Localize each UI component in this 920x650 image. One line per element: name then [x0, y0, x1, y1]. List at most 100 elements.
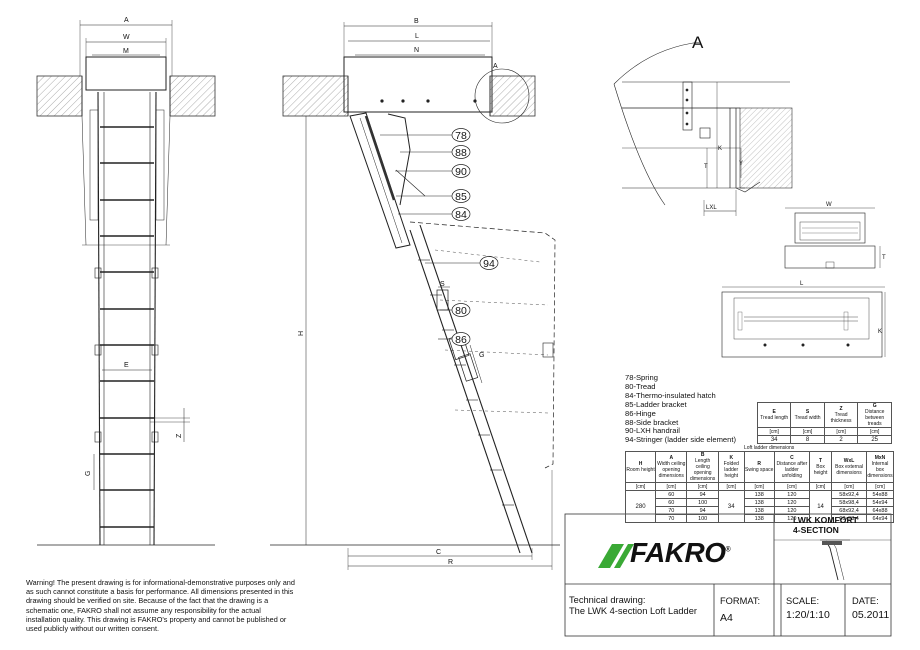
plan-view-dim-l: L	[800, 281, 804, 287]
dim-hdr-code: B	[700, 452, 705, 458]
dim-unit: [cm]	[809, 482, 833, 491]
front-view-labels: A W M E Z G	[85, 17, 183, 476]
dim-cell: 94	[686, 506, 719, 515]
dim-k-value: 34	[717, 490, 745, 523]
dim-cell: 54x94	[866, 498, 894, 507]
small-view-dim-t: T	[882, 255, 886, 261]
small-view-dim-w: W	[826, 202, 832, 208]
callout-88: 88	[455, 147, 467, 159]
detail-a-labels: A K T Y LXL	[692, 33, 743, 211]
dim-cell: 138	[743, 506, 775, 515]
dim-cell: 70	[655, 514, 688, 523]
callout-78: 78	[455, 130, 467, 142]
dim-hdr-code: A	[669, 455, 674, 461]
front-view	[36, 20, 216, 546]
callout-90: 90	[455, 166, 467, 178]
dim-unit: [cm]	[686, 482, 719, 491]
legend-item: 86-Hinge	[625, 408, 656, 418]
legend-item: 84-Thermo-insulated hatch	[625, 390, 716, 400]
brand-name: FAKRO	[630, 537, 726, 568]
tread-value: 25	[857, 435, 892, 444]
callout-85: 85	[455, 191, 467, 203]
dim-cell: 120	[773, 506, 811, 515]
dim-cell: 70	[655, 506, 688, 515]
tread-hdr-desc: Tread width	[794, 415, 821, 421]
dim-hdr-code: MxN	[874, 455, 886, 461]
date-value: 05.2011	[852, 609, 890, 621]
model-name: LWK KOMFORT 4-SECTION	[793, 515, 858, 535]
callout-leaders	[380, 134, 480, 340]
dim-unit: [cm]	[866, 482, 894, 491]
detail-label-a: A	[692, 33, 704, 52]
dim-cell: 100	[686, 514, 719, 523]
tread-hdr-code: G	[872, 403, 877, 409]
dim-cell: 138	[743, 514, 775, 523]
detail-dim-y: Y	[739, 161, 743, 167]
fakro-logo-mark	[598, 544, 634, 568]
fakro-logo: FAKRO®	[598, 537, 731, 569]
box-plan-view	[721, 286, 886, 358]
box-plan-labels: L K	[800, 281, 882, 335]
dim-hdr-desc: Distance after ladder unfolding	[776, 461, 808, 479]
dim-cell: 60	[655, 498, 688, 507]
tread-value: 34	[756, 435, 792, 444]
scale-value: 1:20/1:10	[786, 609, 830, 621]
side-view	[270, 22, 560, 570]
warning-text: Warning! The present drawing is for info…	[26, 578, 295, 634]
dim-hdr-code: C	[790, 455, 794, 461]
dim-label-w: W	[123, 34, 130, 41]
dim-cell: 100	[686, 498, 719, 507]
dim-cell: 120	[773, 490, 811, 499]
side-view-labels: B L N A H S G C R	[298, 18, 498, 566]
dim-label-l: L	[415, 33, 419, 40]
dim-label-g-side: G	[479, 352, 484, 359]
dim-label-b: B	[414, 18, 419, 25]
dim-cell: 64x88	[866, 506, 894, 515]
dim-cell: 120	[773, 514, 811, 523]
drawing-description: Technical drawing: The LWK 4-section Lof…	[569, 595, 697, 617]
dim-label-c: C	[436, 549, 441, 556]
legend-item: 78-Spring	[625, 373, 658, 382]
dim-hdr-desc: Width ceiling opening dimensions	[657, 461, 686, 479]
tread-value: 2	[823, 435, 859, 444]
main-table-caption: Loft ladder dimensions	[744, 445, 795, 451]
tread-value: 8	[790, 435, 825, 444]
dim-cell: 94	[686, 490, 719, 499]
description-label: Technical drawing:	[569, 595, 646, 605]
tread-unit: [cm]	[756, 427, 792, 436]
ladder-thumbnail	[820, 539, 850, 581]
tread-hdr-desc: Distance between treads	[864, 409, 885, 427]
dim-t-value: 14	[809, 490, 833, 523]
description-value: The LWK 4-section Loft Ladder	[569, 606, 697, 616]
format-value: A4	[720, 612, 733, 624]
detail-dim-lxl: LXL	[706, 205, 717, 211]
dim-label-r: R	[448, 559, 453, 566]
dim-hdr-code: WxL	[843, 458, 855, 464]
dim-unit: [cm]	[717, 482, 745, 491]
tread-hdr-desc: Tread thickness	[830, 412, 852, 424]
dim-hdr-desc: Box external dimensions	[835, 464, 863, 476]
dim-unit: [cm]	[624, 482, 657, 491]
legend-item: 90-LXH handrail	[625, 426, 680, 436]
dim-label-h: H	[298, 331, 305, 336]
dim-cell: 60	[655, 490, 688, 499]
detail-a-view	[613, 41, 793, 216]
format-label: FORMAT:	[720, 596, 761, 606]
dim-cell: 54x88	[866, 490, 894, 499]
tread-unit: [cm]	[823, 427, 859, 436]
box-front-small-labels: W T	[826, 202, 886, 261]
dim-label-n: N	[414, 47, 419, 54]
callout-bubbles: 78 88 90 85 84 94 80 86	[451, 128, 499, 346]
callout-86: 86	[455, 334, 467, 346]
callout-94: 94	[483, 258, 495, 270]
dim-cell: 120	[773, 498, 811, 507]
dim-hdr-desc: Swing space	[745, 467, 774, 473]
dim-label-g: G	[85, 471, 92, 476]
legend-item: 80-Tread	[625, 381, 656, 391]
dim-cell: 58x92,4	[831, 490, 868, 499]
dim-cell: 138	[743, 498, 775, 507]
dim-label-m: M	[123, 48, 129, 55]
dim-cell: 138	[743, 490, 775, 499]
